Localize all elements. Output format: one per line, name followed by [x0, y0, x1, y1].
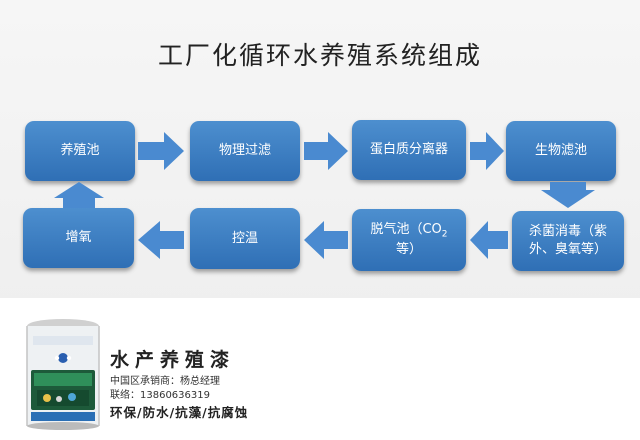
product-name: 水产养殖漆	[110, 349, 236, 371]
node-temperature-control-label: 控温	[231, 230, 258, 246]
node-biofilter-label: 生物滤池	[534, 143, 587, 159]
node-protein-skimmer-label: 蛋白质分离器	[369, 142, 448, 158]
paint-bucket-icon	[26, 319, 100, 430]
node-biofilter: 生物滤池	[506, 121, 616, 181]
node-degassing-label-sub: 2	[441, 229, 448, 240]
node-disinfection-label-line1: 杀菌消毒（紫	[528, 224, 607, 240]
node-degassing: 脱气池（CO2 等）	[352, 209, 466, 271]
node-physical-filtration-label: 物理过滤	[218, 143, 271, 159]
node-temperature-control: 控温	[190, 208, 300, 269]
node-physical-filtration: 物理过滤	[190, 121, 300, 181]
node-culture-pond: 养殖池	[25, 121, 135, 181]
product-banner	[0, 298, 640, 440]
arrow-left-1	[470, 221, 508, 259]
node-culture-pond-label: 养殖池	[60, 143, 100, 159]
arrow-left-3	[138, 221, 184, 259]
contact-line: 联络：13860636319	[110, 390, 210, 401]
node-disinfection-label-line2: 外、臭氧等）	[528, 242, 607, 257]
arrow-down	[541, 182, 595, 208]
node-disinfection: 杀菌消毒（紫 外、臭氧等）	[512, 211, 624, 271]
arrow-left-2	[304, 221, 348, 259]
node-degassing-label-line1: 脱气池（CO2	[370, 221, 447, 241]
diagram-title: 工厂化循环水养殖系统组成	[157, 41, 482, 70]
arrow-up	[54, 182, 104, 208]
node-aeration-label: 增氧	[65, 230, 92, 246]
agent-line: 中国区承销商：杨总经理	[110, 376, 220, 387]
node-degassing-label-line2: 等）	[395, 242, 422, 258]
arrow-right-1	[138, 132, 184, 170]
arrow-right-3	[470, 132, 504, 170]
node-protein-skimmer: 蛋白质分离器	[352, 120, 466, 180]
product-tagline: 环保/防水/抗藻/抗腐蚀	[110, 405, 249, 420]
node-aeration: 增氧	[23, 208, 134, 268]
node-degassing-label-pre: 脱气池（CO	[370, 222, 442, 238]
arrow-right-2	[304, 132, 348, 170]
